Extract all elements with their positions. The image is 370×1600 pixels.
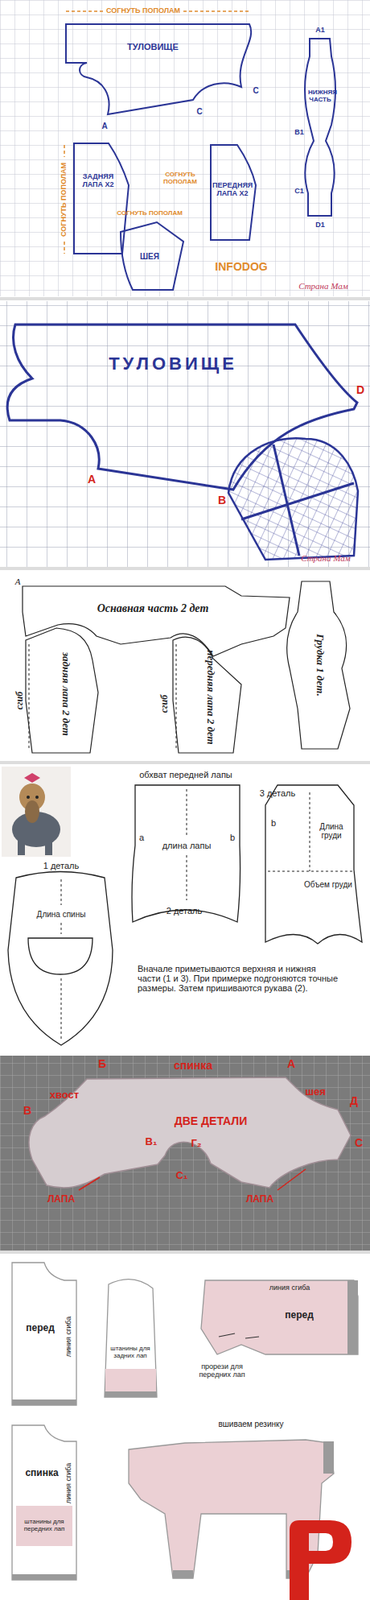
pattern-piece: Оснавная часть 2 дет xyxy=(97,601,210,614)
pattern-label: прорези для передних лап xyxy=(189,1361,255,1378)
piece-name: 2 деталь xyxy=(166,904,203,915)
piece-name: ЗАДНЯЯ ЛАПА X2 xyxy=(78,172,119,190)
piece-name: перед xyxy=(25,1321,55,1332)
piece-name: штанины для задних лап xyxy=(108,1344,153,1359)
pattern-label: обхват передней лапы xyxy=(139,768,233,779)
pattern-label: C1 xyxy=(294,187,305,196)
pattern-label: А xyxy=(287,1056,296,1069)
pattern-label: длина лапы xyxy=(162,839,212,850)
piece-name: передняя лапа 2 дет xyxy=(205,649,217,744)
pattern-label: линия сгиба xyxy=(65,1461,74,1502)
pattern-label: A xyxy=(101,121,107,131)
pattern-label: сгиб xyxy=(159,694,170,712)
pattern-label: В xyxy=(23,1103,32,1116)
pattern-label: ЛАПА xyxy=(47,1192,75,1204)
pattern-label: вшиваем резинку xyxy=(218,1418,284,1427)
pattern-piece: ТУЛОВИЩЕ xyxy=(127,41,179,52)
pattern-piece: 3 деталь xyxy=(259,787,296,798)
pattern-label: В₁ xyxy=(145,1134,158,1147)
pattern-label: Страна Мам xyxy=(298,280,349,291)
piece-name: 1 деталь xyxy=(43,859,80,870)
pattern-piece: передняя лапа 2 дет xyxy=(205,649,217,744)
piece-name: ДВЕ ДЕТАЛИ xyxy=(174,1114,247,1127)
pattern-piece: задняя лапа 2 дет xyxy=(60,651,72,736)
pattern-piece: спинка xyxy=(24,1466,58,1477)
pattern-label: Вначале приметываются верхняя и нижняя ч… xyxy=(137,962,339,992)
pattern-label: D1 xyxy=(315,221,325,230)
pattern-label: Г₂ xyxy=(190,1136,202,1148)
pattern-label: Длина спины xyxy=(37,908,87,918)
pattern-label: линия сгиба xyxy=(65,1315,74,1356)
pattern-label: C xyxy=(252,86,259,95)
pattern-label: С₁ xyxy=(176,1168,189,1180)
pattern-label: линия сгиба xyxy=(269,1282,310,1291)
pattern-label: b xyxy=(271,817,276,827)
pattern-label: B1 xyxy=(294,128,305,137)
pattern-piece: ЗАДНЯЯ ЛАПА X2 xyxy=(78,172,119,190)
pattern-label: ЛАПА xyxy=(246,1192,274,1204)
pattern-piece: НИЖНЯЯ ЧАСТЬ xyxy=(308,89,333,104)
piece-name: 3 деталь xyxy=(259,787,296,798)
pattern-piece: 1 деталь xyxy=(43,859,80,870)
pattern-label: a xyxy=(139,831,144,842)
pattern-piece: штанины для задних лап xyxy=(108,1344,153,1359)
pattern-label: хвост xyxy=(49,1088,79,1100)
pattern-label: B xyxy=(217,493,227,506)
pattern-label: INFODOG xyxy=(214,260,268,273)
pattern-piece: Грудка 1 дет. xyxy=(314,633,326,695)
piece-name: ТУЛОВИЩЕ xyxy=(127,41,179,52)
pattern-piece: ПЕРЕДНЯЯ ЛАПА X2 xyxy=(212,181,253,198)
piece-name: ТУЛОВИЩЕ xyxy=(108,353,238,374)
pattern-piece: 2 деталь xyxy=(166,904,203,915)
pattern-label: Объем груди xyxy=(304,879,353,888)
piece-name: Грудка 1 дет. xyxy=(314,633,326,695)
pattern-label: Д xyxy=(349,1093,358,1106)
pattern-label: Страна Мам xyxy=(300,552,351,563)
piece-name: спинка xyxy=(24,1466,58,1477)
pattern-label: шея xyxy=(304,1085,326,1097)
piece-name: Оснавная часть 2 дет xyxy=(97,601,210,614)
pattern-label: спинка xyxy=(173,1058,213,1071)
pattern-label: сгиб xyxy=(14,690,25,709)
pattern-label: A1 xyxy=(315,26,325,35)
pattern-label: D xyxy=(356,383,365,396)
pattern-piece: ТУЛОВИЩЕ xyxy=(108,353,238,374)
pattern-piece: перед xyxy=(284,1308,314,1320)
pattern-label: СОГНУТЬ ПОПОЛАМ xyxy=(160,171,201,186)
piece-name: НИЖНЯЯ ЧАСТЬ xyxy=(308,89,333,104)
pattern-label: С xyxy=(354,1135,363,1148)
pattern-label: C xyxy=(196,106,202,116)
pattern-piece: ДВЕ ДЕТАЛИ xyxy=(174,1114,247,1127)
pattern-label: b xyxy=(230,831,235,842)
pattern-label: СОГНУТЬ ПОПОЛАМ xyxy=(106,7,181,16)
pattern-piece: перед xyxy=(25,1321,55,1332)
pattern-piece: ШЕЯ xyxy=(139,251,160,261)
pattern-label: A xyxy=(87,472,96,486)
pattern-label: A xyxy=(15,575,21,586)
pattern-label: СОГНУТЬ ПОПОЛАМ xyxy=(116,209,183,218)
piece-name: ШЕЯ xyxy=(139,251,160,261)
piece-name: ПЕРЕДНЯЯ ЛАПА X2 xyxy=(212,181,253,198)
piece-name: перед xyxy=(284,1308,314,1320)
pattern-label: Длина груди xyxy=(311,821,352,839)
pattern-label: штанины для передних лап xyxy=(19,1517,70,1532)
pattern-label: СОГНУТЬ ПОПОЛАМ xyxy=(60,162,69,237)
pattern-label: Б xyxy=(98,1056,107,1069)
piece-name: задняя лапа 2 дет xyxy=(60,651,72,736)
